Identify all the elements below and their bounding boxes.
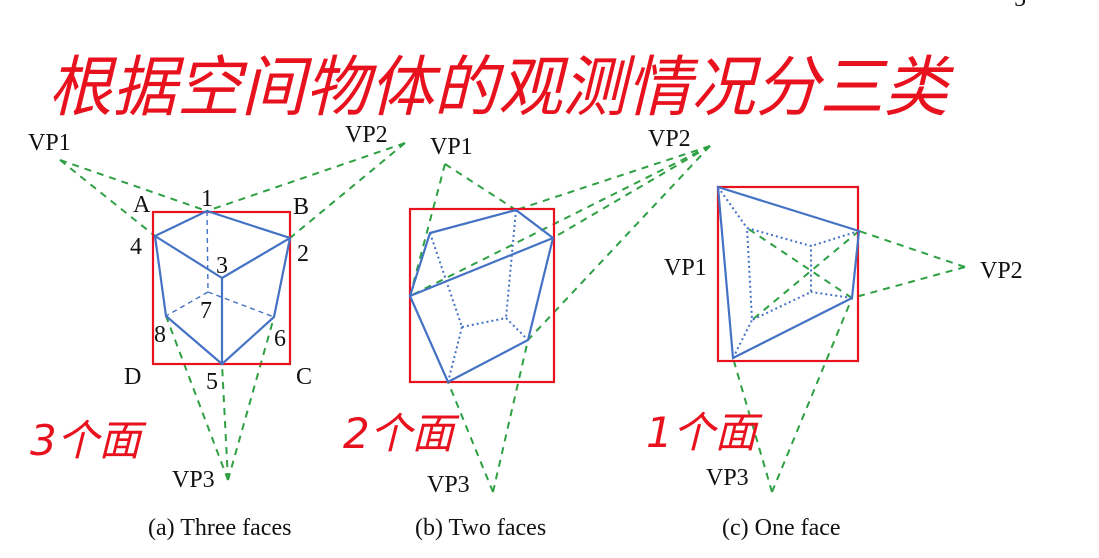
panel-b-two-faces: VP1 VP2 VP3 2个面 (b) Two faces bbox=[343, 126, 711, 541]
point-5-label: 5 bbox=[206, 369, 218, 395]
panel-b-vanishing-lines bbox=[409, 145, 711, 493]
panel-c-vp3-label: VP3 bbox=[706, 465, 749, 491]
panel-b-caption: (b) Two faces bbox=[415, 515, 546, 541]
panel-b-visible-edges bbox=[408, 208, 555, 384]
panel-c-vp2-label: VP2 bbox=[980, 258, 1023, 284]
corner-b-label: B bbox=[293, 194, 309, 220]
corner-a-label: A bbox=[133, 192, 151, 218]
panel-b-hidden-edges bbox=[429, 209, 529, 383]
panel-a-visible-edges bbox=[153, 209, 292, 366]
panel-b-handwritten-note: 2个面 bbox=[343, 409, 460, 458]
corner-d-label: D bbox=[124, 364, 141, 390]
point-4-label: 4 bbox=[130, 234, 142, 260]
panel-a-vanishing-lines bbox=[59, 142, 406, 481]
panel-c-frame bbox=[716, 185, 860, 363]
page-number: 5 bbox=[1014, 0, 1026, 12]
panel-b-vp1-label: VP1 bbox=[430, 134, 473, 160]
panel-b-vp2-label: VP2 bbox=[648, 126, 691, 152]
panel-a-vp2-label: VP2 bbox=[345, 122, 388, 148]
panel-b-vp3-label: VP3 bbox=[427, 472, 470, 498]
panel-c-caption: (c) One face bbox=[722, 515, 841, 541]
panel-c-handwritten-note: 1个面 bbox=[646, 408, 763, 457]
point-8-label: 8 bbox=[154, 322, 166, 348]
handwritten-heading: 根据空间物体的观测情况分三类 bbox=[48, 49, 955, 126]
panel-a-vp3-label: VP3 bbox=[172, 467, 215, 493]
panel-c-one-face: VP1 VP2 VP3 1个面 (c) One face bbox=[646, 185, 1023, 541]
panel-c-vp1-label: VP1 bbox=[664, 255, 707, 281]
panel-c-vanishing-lines bbox=[732, 227, 966, 493]
panel-c-visible-edges bbox=[716, 185, 861, 360]
point-7-label: 7 bbox=[200, 298, 212, 324]
point-6-label: 6 bbox=[274, 326, 286, 352]
point-1-label: 1 bbox=[201, 186, 213, 212]
panel-a-caption: (a) Three faces bbox=[148, 515, 291, 541]
panel-a-three-faces: VP1 VP2 VP3 A B C D 1 2 3 4 5 6 7 8 3个面 … bbox=[28, 122, 406, 541]
panel-a-handwritten-note: 3个面 bbox=[30, 416, 147, 465]
panel-a-vp1-label: VP1 bbox=[28, 130, 71, 156]
point-2-label: 2 bbox=[297, 241, 309, 267]
panel-c-hidden-edges bbox=[717, 186, 860, 359]
point-3-label: 3 bbox=[216, 253, 228, 279]
panel-a-hidden-edges bbox=[165, 210, 275, 318]
corner-c-label: C bbox=[296, 364, 312, 390]
